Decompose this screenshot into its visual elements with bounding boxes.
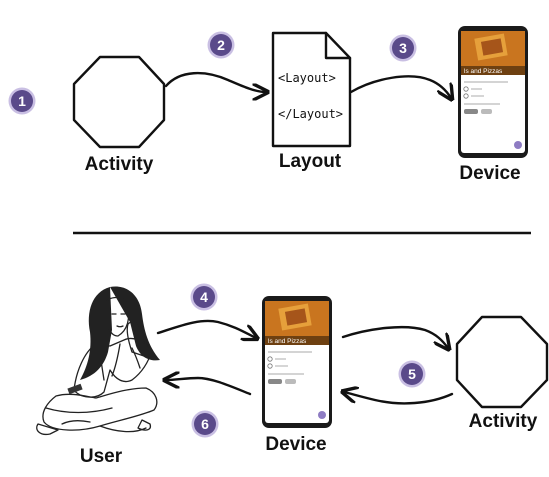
arrow-user-to-device: [156, 319, 256, 338]
step-number-6: 6: [201, 416, 209, 432]
screen-title-bottom: ls and Pizzas: [268, 338, 307, 345]
activity-label-bottom: Activity: [469, 411, 538, 432]
layout-close-tag: </Layout>: [278, 107, 343, 121]
step-badge-5: 5: [398, 360, 426, 388]
step-number-1: 1: [18, 93, 26, 109]
device-label-top: Device: [459, 163, 520, 184]
user-illustration: [36, 286, 160, 436]
step-badge-1: 1: [8, 87, 36, 115]
screen-title-top: ls and Pizzas: [464, 68, 503, 75]
layout-label: Layout: [279, 151, 342, 172]
step-number-5: 5: [408, 366, 416, 382]
arrow-device-to-activity: [341, 325, 448, 348]
step-number-3: 3: [399, 40, 407, 56]
user-label: User: [80, 446, 123, 467]
layout-file-icon: [271, 31, 352, 148]
arrow-activity-to-layout: [164, 71, 266, 92]
device-phone-top: ls and Pizzas: [458, 26, 528, 158]
arrow-device-to-user: [166, 378, 252, 396]
arrow-activity-to-device: [344, 392, 454, 405]
device-phone-bottom: ls and Pizzas: [262, 296, 332, 428]
activity-label-top: Activity: [85, 154, 154, 175]
device-label-bottom: Device: [265, 434, 326, 455]
step-badge-2: 2: [207, 31, 235, 59]
step-badge-6: 6: [191, 410, 219, 438]
arrow-layout-to-device: [349, 75, 451, 98]
step-number-4: 4: [200, 289, 208, 305]
activity-octagon-bottom: [455, 315, 549, 409]
layout-open-tag: <Layout>: [278, 71, 336, 85]
step-badge-4: 4: [190, 283, 218, 311]
step-number-2: 2: [217, 37, 225, 53]
step-badge-3: 3: [389, 34, 417, 62]
activity-octagon-top: [72, 55, 166, 149]
